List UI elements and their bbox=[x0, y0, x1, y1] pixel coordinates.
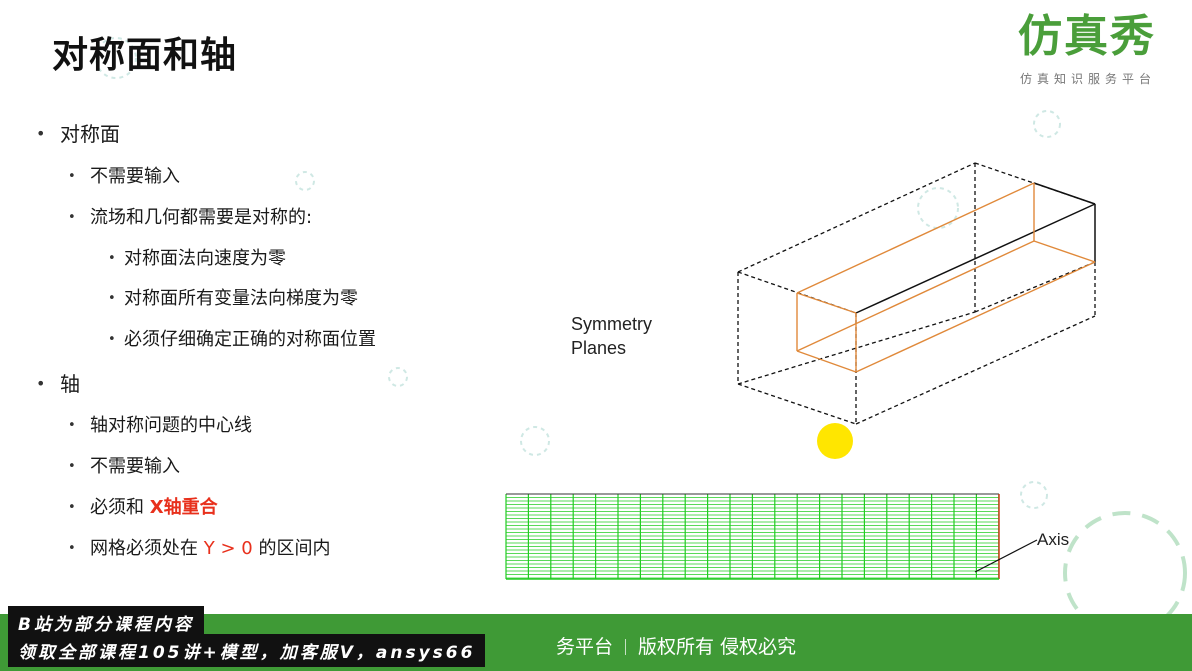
bullet-text: 轴 bbox=[60, 372, 80, 396]
bullet-text: 轴对称问题的中心线 bbox=[90, 415, 252, 436]
brand-logo: 仿真秀 仿真知识服务平台 bbox=[1016, 12, 1176, 92]
mesh-grid bbox=[505, 493, 1000, 580]
bullet-text: 必须和 bbox=[90, 497, 150, 518]
logo-subtitle: 仿真知识服务平台 bbox=[1020, 72, 1157, 86]
symmetry-label-line2: Planes bbox=[571, 338, 627, 358]
y-condition-highlight: Y > 0 bbox=[203, 538, 253, 559]
bullet-text: 不需要输入 bbox=[90, 456, 180, 477]
bullet-dot: • bbox=[68, 541, 76, 556]
footer-right: 版权所有 侵权必究 bbox=[638, 636, 797, 658]
bullet-normal-gradient: • 对称面所有变量法向梯度为零 bbox=[108, 284, 358, 310]
bullet-axis-centerline: • 轴对称问题的中心线 bbox=[68, 411, 252, 437]
axis-leader-line bbox=[974, 539, 1038, 573]
inner-orange-box bbox=[796, 182, 1096, 373]
footer-separator bbox=[625, 639, 627, 655]
axis-label: Axis bbox=[1037, 530, 1070, 549]
footer-left: 务平台 bbox=[556, 636, 614, 658]
footer-text: 务平台 版权所有 侵权必究 bbox=[556, 632, 796, 659]
bullet-text: 的区间内 bbox=[252, 538, 331, 559]
bullet-axis-no-input: • 不需要输入 bbox=[68, 452, 180, 478]
bullet-symmetry-must: • 流场和几何都需要是对称的: bbox=[68, 203, 312, 229]
bullet-dot: • bbox=[108, 332, 116, 347]
bullet-axis-coincide: • 必须和 X轴重合 bbox=[68, 493, 218, 519]
bullet-text: 对称面法向速度为零 bbox=[124, 248, 286, 269]
bullet-dot: • bbox=[36, 124, 46, 143]
bullet-text: 对称面所有变量法向梯度为零 bbox=[124, 288, 358, 309]
bullet-dot: • bbox=[108, 251, 116, 266]
bullet-dot: • bbox=[68, 500, 76, 515]
bullet-text: 对称面 bbox=[60, 122, 120, 146]
solid-edges bbox=[855, 182, 1096, 314]
promo-banner-line2: 领取全部课程105讲+模型，加客服V，ansys66 bbox=[8, 634, 486, 667]
bullet-dot: • bbox=[108, 291, 116, 306]
bullet-axis-grid: • 网格必须处在 Y > 0 的区间内 bbox=[68, 534, 330, 560]
symmetry-planes-label: Symmetry Planes bbox=[571, 312, 652, 360]
cursor-highlight bbox=[817, 423, 853, 459]
bullet-symmetry: • 对称面 bbox=[36, 118, 120, 147]
bullet-text: 流场和几何都需要是对称的: bbox=[90, 207, 313, 228]
bullet-symmetry-no-input: • 不需要输入 bbox=[68, 162, 180, 188]
bullet-normal-velocity: • 对称面法向速度为零 bbox=[108, 244, 286, 270]
bullet-text: 网格必须处在 bbox=[90, 538, 204, 559]
bullet-text: 必须仔细确定正确的对称面位置 bbox=[124, 329, 376, 350]
bullet-dot: • bbox=[68, 210, 76, 225]
bullet-dot: • bbox=[68, 459, 76, 474]
symmetry-label-line1: Symmetry bbox=[571, 314, 652, 334]
bullet-dot: • bbox=[68, 418, 76, 433]
bullet-dot: • bbox=[68, 169, 76, 184]
bullet-dot: • bbox=[36, 374, 46, 393]
x-axis-highlight: X轴重合 bbox=[149, 497, 218, 518]
page-title: 对称面和轴 bbox=[52, 35, 238, 76]
bullet-text: 不需要输入 bbox=[90, 166, 180, 187]
logo-text: 仿真秀 bbox=[1018, 11, 1156, 62]
bullet-axis: •轴 bbox=[36, 368, 80, 397]
outer-dashed-box bbox=[737, 162, 1096, 425]
bullet-location: • 必须仔细确定正确的对称面位置 bbox=[108, 325, 376, 351]
